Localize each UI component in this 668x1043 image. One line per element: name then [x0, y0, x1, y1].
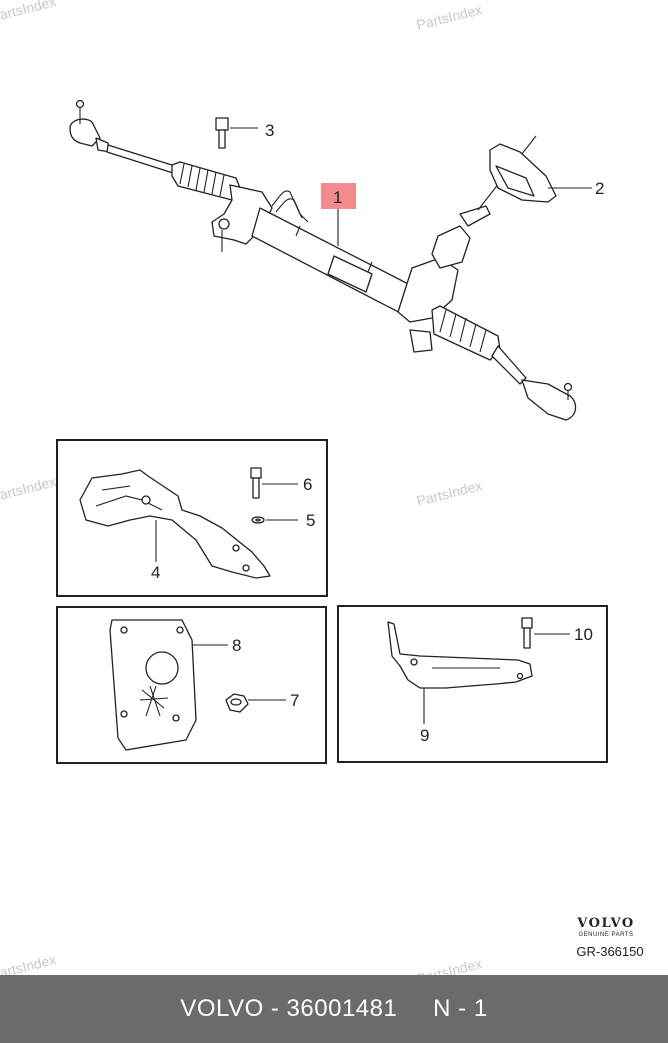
- callout-2: 2: [595, 179, 604, 198]
- watermark: PartsIndex: [0, 473, 58, 505]
- callout-1: 1: [333, 188, 342, 207]
- callout-highlight: [321, 183, 356, 209]
- detail-panel-heat-shield: [56, 439, 328, 597]
- watermark: PartsIndex: [415, 1, 484, 33]
- detail-panel-cover-plate: [56, 606, 327, 764]
- washer-5[interactable]: [251, 516, 265, 524]
- watermark: PartsIndex: [415, 477, 484, 509]
- callout-4: 4: [151, 563, 160, 582]
- nut-7[interactable]: [225, 693, 249, 713]
- pinion-seal[interactable]: [489, 143, 557, 203]
- callout-9: 9: [420, 726, 429, 745]
- callout-10: 10: [574, 625, 593, 644]
- bolt-10[interactable]: [521, 617, 533, 649]
- bolt-3[interactable]: [215, 117, 229, 149]
- part-number-label: VOLVO - 36001481 N - 1: [180, 995, 488, 1022]
- watermark: PartsIndex: [0, 951, 58, 975]
- callout-7: 7: [290, 691, 299, 710]
- callout-3: 3: [265, 121, 274, 140]
- footer-bar: VOLVO - 36001481 N - 1: [0, 975, 668, 1043]
- parts-diagram: PartsIndex PartsIndex PartsIndex PartsIn…: [0, 0, 608, 975]
- callout-6: 6: [303, 475, 312, 494]
- cover-plate[interactable]: [109, 619, 197, 751]
- brand-tagline: GENUINE PARTS: [578, 932, 634, 938]
- brand-logo: VOLVO GENUINE PARTS: [556, 916, 656, 938]
- steering-rack-assembly[interactable]: [69, 99, 577, 421]
- brand-name: VOLVO: [577, 916, 635, 931]
- watermark: PartsIndex: [0, 0, 58, 25]
- heat-shield[interactable]: [79, 469, 271, 579]
- watermark: PartsIndex: [415, 955, 484, 975]
- diagram-reference: GR-366150: [576, 944, 644, 959]
- bracket[interactable]: [387, 621, 533, 689]
- detail-panel-bracket: [337, 605, 608, 763]
- callout-8: 8: [232, 636, 241, 655]
- bolt-6[interactable]: [250, 467, 262, 499]
- callout-5: 5: [306, 511, 315, 530]
